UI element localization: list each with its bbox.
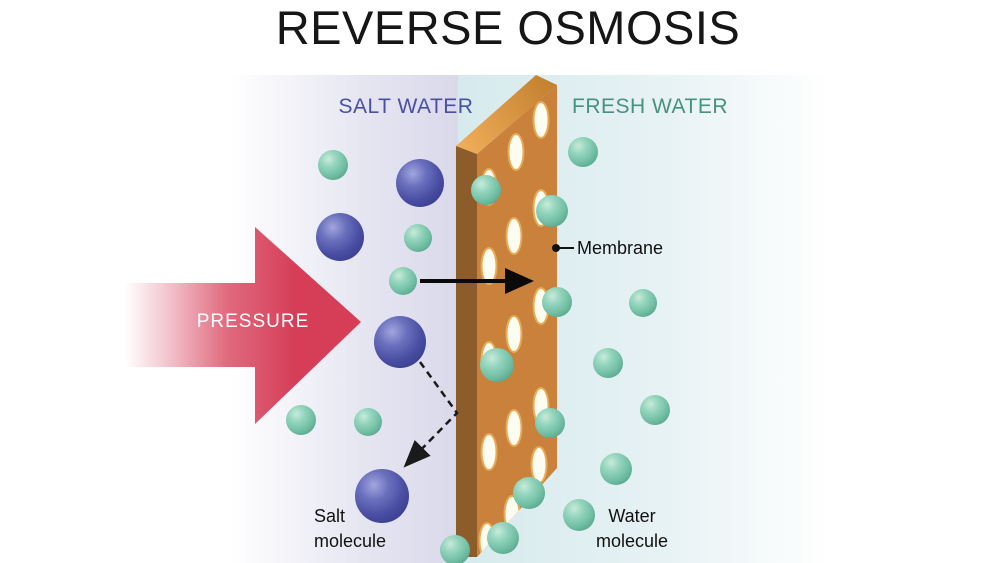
water-molecule xyxy=(318,150,348,180)
membrane-label: Membrane xyxy=(577,238,664,258)
water-molecule xyxy=(568,137,598,167)
page-title: REVERSE OSMOSIS xyxy=(275,1,741,54)
membrane-edge-face xyxy=(456,146,477,557)
membrane-pointer xyxy=(552,244,574,252)
water-molecule xyxy=(440,535,470,563)
salt-water-label: SALT WATER xyxy=(338,95,474,118)
membrane-top-face xyxy=(456,75,557,154)
fresh-water-label: FRESH WATER xyxy=(572,95,728,118)
water-molecule xyxy=(536,195,568,227)
molecule-layer xyxy=(286,137,670,563)
salt-molecule xyxy=(316,213,364,261)
water-molecule xyxy=(629,289,657,317)
water-molecule xyxy=(404,224,432,252)
water-molecule xyxy=(593,348,623,378)
water-molecule xyxy=(480,348,514,382)
water-molecule xyxy=(640,395,670,425)
water-molecule xyxy=(535,408,565,438)
salt-molecule xyxy=(355,469,409,523)
salt-rejection-arrow xyxy=(403,361,459,468)
water-molecule xyxy=(354,408,382,436)
water-molecule xyxy=(471,175,501,205)
water-molecule xyxy=(542,287,572,317)
water-molecule xyxy=(563,499,595,531)
water-molecule xyxy=(389,267,417,295)
water-molecule xyxy=(513,477,545,509)
water-molecule xyxy=(600,453,632,485)
salt-molecule xyxy=(396,159,444,207)
water-molecule-label: Water molecule xyxy=(595,506,669,551)
flow-arrow xyxy=(420,268,534,294)
pressure-label: PRESSURE xyxy=(196,311,310,332)
salt-molecule xyxy=(374,316,426,368)
water-molecule xyxy=(286,405,316,435)
salt-molecule-label: Salt molecule xyxy=(314,506,387,551)
pressure-arrow xyxy=(125,227,361,424)
water-molecule xyxy=(487,522,519,554)
